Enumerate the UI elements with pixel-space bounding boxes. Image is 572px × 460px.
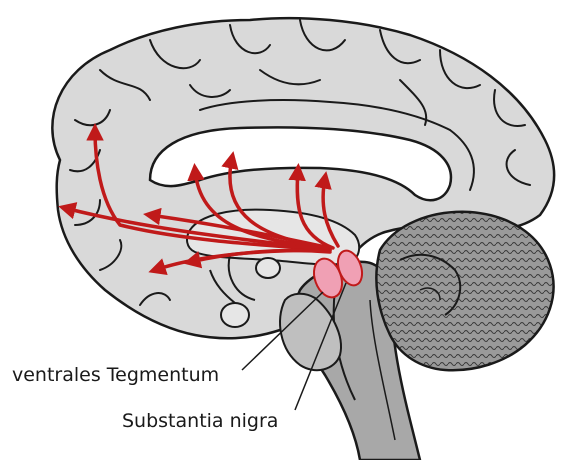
cerebellum (376, 212, 553, 370)
label-ventral-tegmentum: ventrales Tegmentum (12, 364, 219, 386)
mammillary-body (256, 258, 280, 278)
pituitary (221, 303, 249, 327)
label-substantia-nigra: Substantia nigra (122, 410, 278, 432)
